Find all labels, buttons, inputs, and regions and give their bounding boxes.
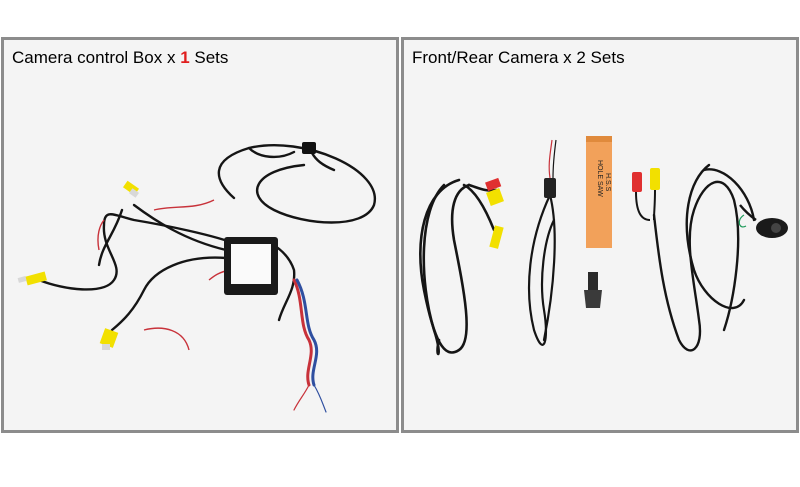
camera-cable-coil	[652, 163, 756, 352]
caption-count: 1	[180, 48, 190, 67]
dc-cable-coil	[527, 193, 556, 346]
hole-saw-box: HOLE SAW H.S.S	[586, 136, 612, 248]
camera-photo: HOLE SAW H.S.S	[419, 136, 788, 356]
cable-left-long	[37, 213, 241, 291]
rca-red-plug-1	[485, 177, 502, 192]
mini-connector	[302, 142, 316, 154]
cable-bottom-left	[110, 256, 228, 332]
hole-saw-sublabel: H.S.S	[604, 173, 611, 192]
rca-plug-left	[17, 271, 47, 286]
camera-body	[738, 204, 788, 238]
rca-yellow-plug-2	[489, 225, 504, 249]
hole-saw-label: HOLE SAW	[596, 160, 603, 197]
control-box-photo	[17, 142, 377, 413]
dc-plug	[544, 178, 556, 198]
rca-yellow-plug-3	[650, 168, 660, 190]
control-box-panel: Camera control Box x 1 Sets	[1, 37, 399, 433]
hole-saw-bit	[584, 272, 602, 308]
rca-plug-top	[122, 180, 140, 198]
camera-caption: Front/Rear Camera x 2 Sets	[412, 48, 625, 67]
rca-plug-bottom	[99, 328, 119, 350]
cable-coil-top	[217, 144, 377, 224]
rca-red-plug-2	[632, 172, 642, 192]
camera-panel: Front/Rear Camera x 2 Sets HOLE SAW H.S.…	[401, 37, 799, 433]
caption-prefix: Camera control Box x	[12, 48, 181, 67]
rca-yellow-plug-1	[486, 188, 504, 206]
control-box-caption: Camera control Box x 1 Sets	[12, 48, 228, 68]
caption-suffix: Sets	[189, 48, 229, 67]
rca-cable-coil	[419, 178, 498, 356]
red-wire-bundle	[292, 278, 313, 387]
